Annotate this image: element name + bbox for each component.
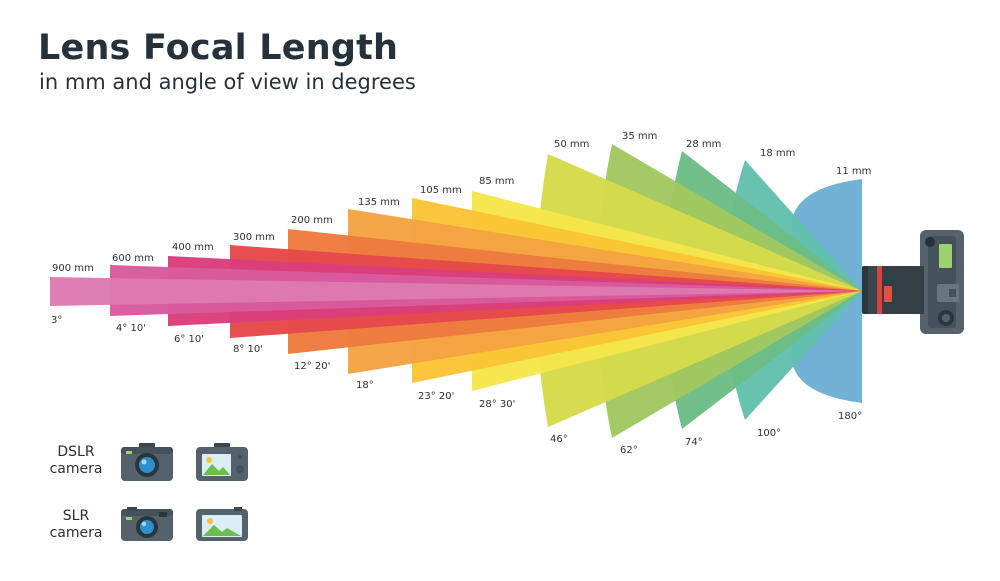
angle-of-view-label: 8° 10'	[233, 344, 263, 355]
focal-length-label: 50 mm	[554, 139, 589, 150]
focal-length-label: 300 mm	[233, 232, 275, 243]
focal-length-label: 85 mm	[479, 176, 514, 187]
angle-of-view-label: 62°	[620, 445, 638, 456]
focal-length-label: 11 mm	[836, 166, 871, 177]
focal-length-label: 200 mm	[291, 215, 333, 226]
angle-of-view-label: 74°	[685, 437, 703, 448]
focal-length-label: 600 mm	[112, 253, 154, 264]
page-title: Lens Focal Length	[38, 28, 399, 68]
dslr-front-icon	[121, 443, 173, 481]
camera-icon	[862, 230, 964, 334]
wedge-900mm	[50, 277, 862, 306]
dslr-back-icon	[196, 443, 248, 481]
angle-of-view-label: 12° 20'	[294, 361, 330, 372]
focal-length-label: 28 mm	[686, 139, 721, 150]
focal-length-label: 18 mm	[760, 148, 795, 159]
angle-of-view-label: 28° 30'	[479, 399, 515, 410]
focal-length-label: 135 mm	[358, 197, 400, 208]
lens-labels: 900 mm 3° 600 mm 4° 10' 400 mm 6° 10' 300 mm 8°…	[51, 131, 871, 456]
focal-length-label: 35 mm	[622, 131, 657, 142]
focal-length-label: 105 mm	[420, 185, 462, 196]
angle-of-view-label: 23° 20'	[418, 391, 454, 402]
angle-of-view-label: 4° 10'	[116, 323, 146, 334]
angle-of-view-label: 46°	[550, 434, 568, 445]
page-subtitle: in mm and angle of view in degrees	[39, 70, 416, 94]
angle-of-view-label: 3°	[51, 315, 62, 326]
slr-front-icon	[121, 507, 173, 541]
angle-of-view-label: 18°	[356, 380, 374, 391]
angle-of-view-label: 100°	[757, 428, 781, 439]
focal-length-label: 900 mm	[52, 263, 94, 274]
angle-of-view-label: 6° 10'	[174, 334, 204, 345]
focal-length-label: 400 mm	[172, 242, 214, 253]
angle-of-view-wedges	[50, 144, 862, 438]
angle-of-view-label: 180°	[838, 411, 862, 422]
slr-back-icon	[196, 507, 248, 541]
